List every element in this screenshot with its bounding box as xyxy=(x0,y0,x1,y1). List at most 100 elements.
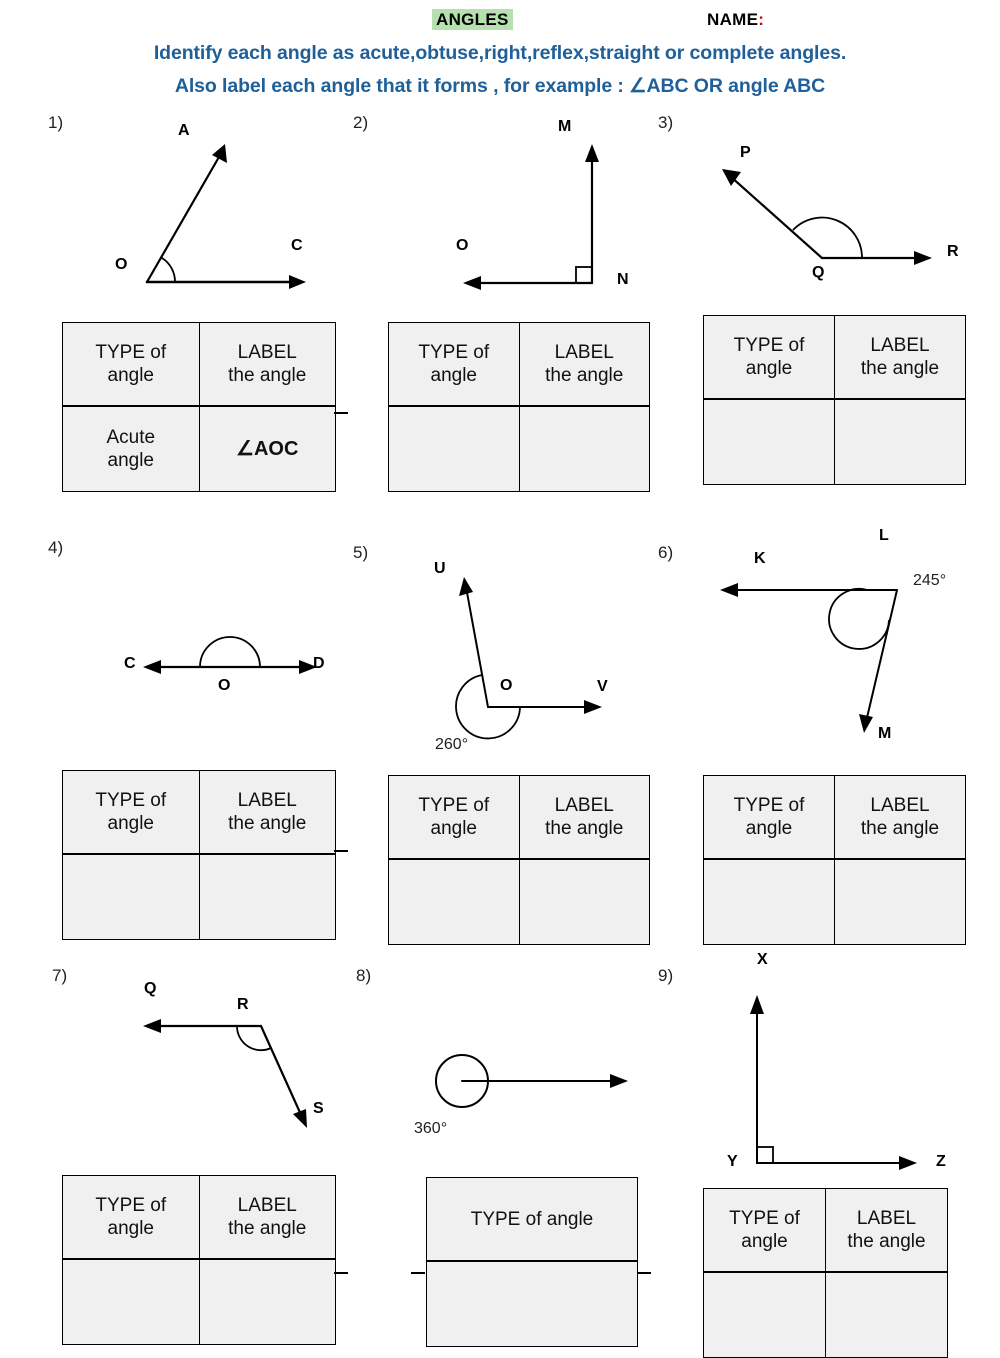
problem-5-header-label: LABEL the angle xyxy=(518,775,650,860)
problem-6-degree-label: 245° xyxy=(913,572,947,589)
problem-1-table-stub-right xyxy=(334,412,348,414)
problem-2-header-type: TYPE of angle xyxy=(388,322,520,407)
header-type-line2: angle xyxy=(745,818,793,839)
problem-5-point-V: V xyxy=(597,678,608,695)
answer-type-line2: angle xyxy=(107,450,155,471)
problem-9-point-Z: Z xyxy=(936,1153,946,1170)
problem-8-answer-table[interactable]: TYPE of angle xyxy=(426,1177,638,1347)
problem-4-answer-label[interactable] xyxy=(198,853,336,940)
header-label-line1: LABEL xyxy=(237,1195,297,1216)
problem-1-point-O: O xyxy=(115,256,128,273)
problem-1-number: 1) xyxy=(48,113,64,132)
header-label-line2: the angle xyxy=(228,365,307,386)
problem-5-number: 5) xyxy=(353,543,369,562)
problem-7-answer-table[interactable]: TYPE of angle LABEL the angle xyxy=(62,1175,336,1345)
problem-9-number: 9) xyxy=(658,966,674,985)
header-type-line1: TYPE of xyxy=(95,790,167,811)
problem-4-answer-table[interactable]: TYPE of angle LABEL the angle xyxy=(62,770,336,940)
problem-7-figure xyxy=(130,1005,330,1145)
problem-6-answer-label[interactable] xyxy=(834,858,966,945)
problem-2-point-N: N xyxy=(617,271,629,288)
answer-type-line1: Acute xyxy=(106,427,156,448)
header-label-line2: the angle xyxy=(228,813,307,834)
worksheet-header: ANGLES NAME: xyxy=(0,4,1000,34)
problem-7-answer-type[interactable] xyxy=(62,1258,200,1345)
problem-6-header-type: TYPE of angle xyxy=(703,775,835,860)
problem-6-answer-table[interactable]: TYPE of angle LABEL the angle xyxy=(703,775,966,945)
problem-6-figure xyxy=(700,560,960,760)
header-label-line1: LABEL xyxy=(237,790,297,811)
problem-4-number: 4) xyxy=(48,538,64,557)
header-label-line2: the angle xyxy=(545,365,624,386)
problem-2-point-M: M xyxy=(558,118,572,135)
header-type-line2: angle xyxy=(741,1231,788,1252)
problem-1-answer-table[interactable]: TYPE of angle LABEL the angle Acute angl… xyxy=(62,322,336,492)
problem-4-answer-type[interactable] xyxy=(62,853,200,940)
header-label-line1: LABEL xyxy=(870,795,930,816)
problem-4-point-C: C xyxy=(124,655,136,672)
problem-2-answer-table[interactable]: TYPE of angle LABEL the angle xyxy=(388,322,650,492)
problem-8-table-stub-left xyxy=(411,1272,425,1274)
header-type-line1: TYPE of xyxy=(95,342,167,363)
problem-4-header-type: TYPE of angle xyxy=(62,770,200,855)
problem-2-answer-label[interactable] xyxy=(518,405,650,492)
header-type-line1: TYPE of xyxy=(95,1195,167,1216)
header-type-line1: TYPE of xyxy=(729,1208,800,1229)
header-label-line1: LABEL xyxy=(856,1208,917,1229)
problem-8-answer-type[interactable] xyxy=(426,1260,638,1347)
problem-5-answer-table[interactable]: TYPE of angle LABEL the angle xyxy=(388,775,650,945)
problem-3-header-type: TYPE of angle xyxy=(703,315,835,400)
header-type-line2: angle xyxy=(107,1218,155,1239)
problem-6-answer-type[interactable] xyxy=(703,858,835,945)
problem-8-figure xyxy=(420,1045,650,1125)
problem-5-header-type: TYPE of angle xyxy=(388,775,520,860)
problem-1-answer-label[interactable]: ∠AOC xyxy=(198,405,336,492)
problem-4-point-O: O xyxy=(218,677,231,694)
header-label-line1: LABEL xyxy=(554,342,614,363)
problem-3-answer-table[interactable]: TYPE of angle LABEL the angle xyxy=(703,315,966,485)
problem-1-figure xyxy=(130,130,330,300)
problem-5-answer-label[interactable] xyxy=(518,858,650,945)
problem-3-point-R: R xyxy=(947,243,959,260)
header-label-line1: LABEL xyxy=(870,335,930,356)
problem-9-point-Y: Y xyxy=(727,1153,738,1170)
problem-4-figure xyxy=(135,635,335,705)
problem-6-point-K: K xyxy=(754,550,766,567)
problem-7-answer-label[interactable] xyxy=(198,1258,336,1345)
problem-2-number: 2) xyxy=(353,113,369,132)
header-type-line2: angle xyxy=(430,818,478,839)
problem-6-point-L: L xyxy=(879,527,889,544)
problem-6-header-label: LABEL the angle xyxy=(834,775,966,860)
problem-9-answer-type[interactable] xyxy=(703,1271,826,1358)
problem-9-point-X: X xyxy=(757,951,768,968)
problem-2-answer-type[interactable] xyxy=(388,405,520,492)
header-type-line1: TYPE of xyxy=(733,795,805,816)
problem-1-answer-type[interactable]: Acute angle xyxy=(62,405,200,492)
problem-7-point-S: S xyxy=(313,1100,324,1117)
header-label-line1: LABEL xyxy=(237,342,297,363)
header-type-line2: angle xyxy=(107,813,155,834)
header-type-line2: angle xyxy=(430,365,478,386)
header-label-line2: the angle xyxy=(545,818,624,839)
problem-1-header-type: TYPE of angle xyxy=(62,322,200,407)
problem-9-answer-label[interactable] xyxy=(825,1271,948,1358)
problem-3-figure xyxy=(700,150,960,290)
header-label-line2: the angle xyxy=(847,1231,926,1252)
header-label-line2: the angle xyxy=(860,818,940,839)
problem-3-answer-label[interactable] xyxy=(834,398,966,485)
problem-3-answer-type[interactable] xyxy=(703,398,835,485)
problem-1-point-C: C xyxy=(291,237,303,254)
problem-5-degree-label: 260° xyxy=(435,736,469,753)
problem-7-table-stub-right xyxy=(334,1272,348,1274)
problem-6-point-M: M xyxy=(878,725,892,742)
problem-5-figure xyxy=(420,565,630,740)
header-type-line1: TYPE of xyxy=(418,342,490,363)
instruction-line-1: Identify each angle as acute,obtuse,righ… xyxy=(153,42,847,64)
header-label-line1: LABEL xyxy=(554,795,614,816)
name-colon: : xyxy=(758,10,765,29)
problem-5-answer-type[interactable] xyxy=(388,858,520,945)
name-text: NAME xyxy=(707,10,759,29)
problem-9-answer-table[interactable]: TYPE of angle LABEL the angle xyxy=(703,1188,948,1358)
problem-7-header-type: TYPE of angle xyxy=(62,1175,200,1260)
problem-3-number: 3) xyxy=(658,113,674,132)
